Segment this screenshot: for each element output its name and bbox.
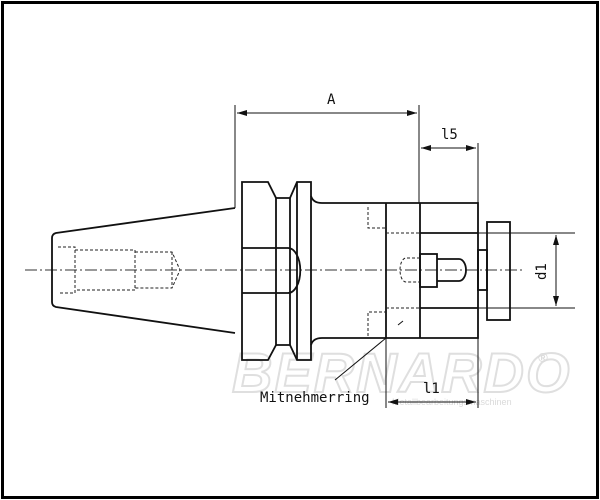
callout-label: Mitnehmerring (260, 390, 370, 406)
dimension-A-label: A (327, 92, 336, 108)
flange-left (241, 181, 277, 361)
dimension-l5-label: l5 (441, 127, 458, 143)
tool-holder-body (51, 181, 511, 361)
clamping-nut (486, 221, 511, 321)
drive-slot (242, 247, 302, 294)
taper-shank (51, 207, 236, 334)
hidden-lines (58, 207, 420, 336)
dimension-d1-label: d1 (534, 263, 550, 280)
dimension-lines (234, 105, 575, 408)
callout-leader (334, 337, 387, 381)
watermark-brand: BERNARDO (232, 341, 572, 404)
dimension-l1-label: l1 (423, 381, 440, 397)
pin-rod (437, 258, 467, 282)
flange-right (276, 181, 312, 361)
pin-head (419, 253, 438, 288)
watermark-registered: ® (538, 350, 548, 365)
